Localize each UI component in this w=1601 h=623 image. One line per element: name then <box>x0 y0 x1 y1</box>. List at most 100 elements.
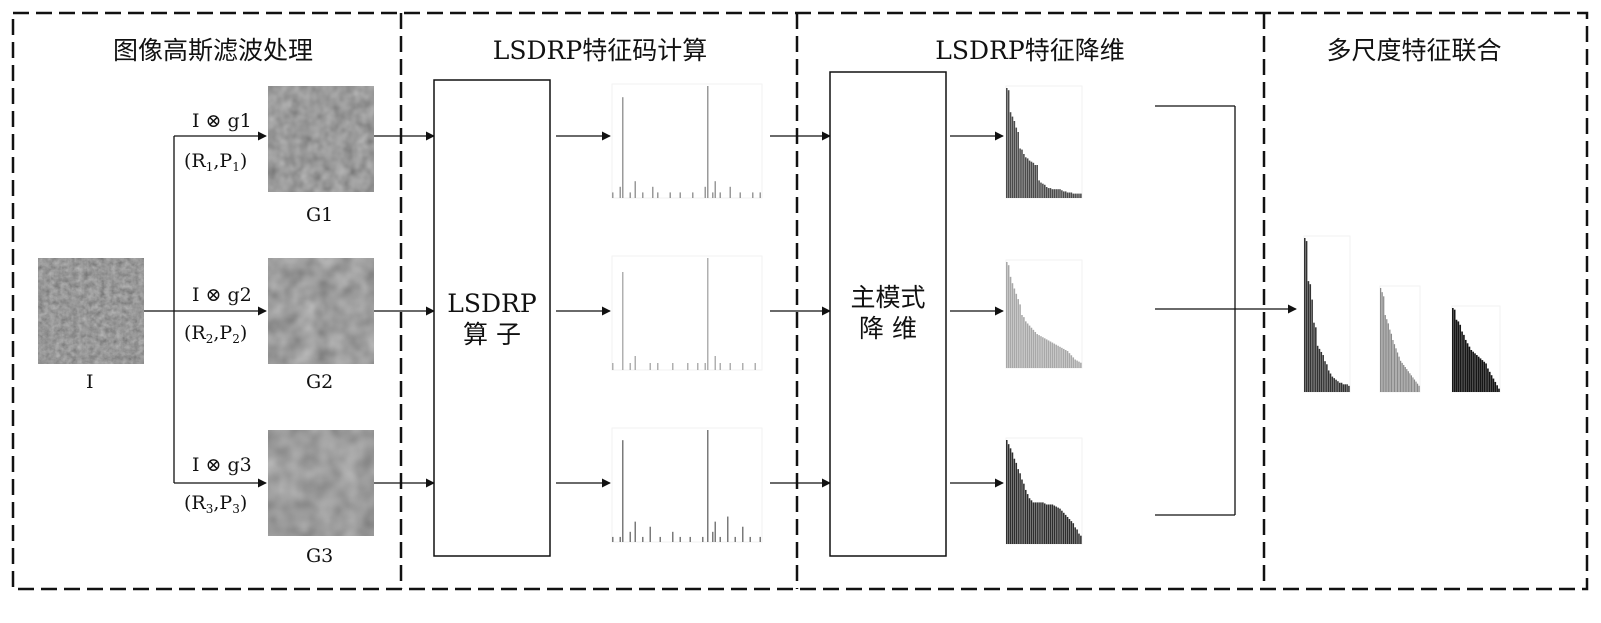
histogram-bar <box>1418 385 1420 392</box>
histogram-bar <box>1044 338 1046 368</box>
histogram-bar <box>1032 329 1035 368</box>
combined-histogram-3 <box>1451 305 1501 393</box>
histogram-bar <box>1407 371 1409 392</box>
histogram-bar <box>669 192 671 198</box>
histogram-bar <box>1023 317 1025 368</box>
histogram-bar <box>1311 299 1313 392</box>
histogram-bar <box>1009 276 1012 368</box>
histogram-bar <box>1015 462 1018 544</box>
histogram-bar <box>1346 384 1348 392</box>
branch-3-params: (R3,P3) <box>184 492 248 516</box>
panel-title-gaussian-filtering: 图像高斯滤波处理 <box>112 36 314 65</box>
histogram-bar <box>1393 344 1396 392</box>
histogram-bar <box>697 363 699 370</box>
histogram-bar <box>1066 516 1069 544</box>
histogram-bar <box>1080 362 1082 368</box>
histogram-bar <box>1412 377 1414 392</box>
histogram-bar <box>1045 504 1048 544</box>
histogram-bar <box>1042 337 1044 368</box>
histogram-bar <box>1078 533 1080 544</box>
histogram-bar <box>1017 469 1019 544</box>
histogram-bar <box>1348 385 1350 392</box>
histogram-bar <box>652 186 654 198</box>
histogram-bar <box>1007 444 1010 544</box>
histogram-bar <box>739 192 741 198</box>
histogram-frame <box>611 255 763 371</box>
histogram-bar <box>1021 479 1023 544</box>
histogram-bar <box>1078 193 1080 198</box>
histogram-bar <box>1498 388 1500 392</box>
histogram-bar <box>679 536 681 542</box>
histogram-bar <box>1487 368 1489 392</box>
reduction-box <box>829 71 947 557</box>
reduced-histogram-3 <box>1005 437 1083 545</box>
histogram-bar <box>1006 88 1008 198</box>
histogram-bar <box>1401 362 1403 392</box>
histogram-bar <box>1011 452 1014 544</box>
histogram-bar <box>1333 378 1335 392</box>
histogram-bar <box>1074 193 1076 198</box>
histogram-bar <box>1013 121 1016 198</box>
histogram-bar <box>1059 189 1061 198</box>
merge-connector <box>1155 105 1297 516</box>
lsdrp-operator-box <box>433 79 551 557</box>
histogram-bar <box>1051 189 1054 198</box>
histogram-bar <box>1006 440 1008 544</box>
histogram-bar <box>1410 375 1413 392</box>
histogram-bar <box>689 536 691 542</box>
histogram-bar <box>659 536 661 542</box>
histogram-bar <box>727 516 729 542</box>
branch-1-operation: I ⊗ g1 <box>192 110 252 132</box>
histogram-bar <box>1036 502 1038 544</box>
histogram-bar <box>712 192 714 198</box>
histogram-bar <box>1061 190 1063 198</box>
histogram-bar <box>1028 160 1031 198</box>
histogram-bar <box>1076 529 1078 544</box>
filtered-image-G1 <box>268 86 374 192</box>
histogram-bar <box>1406 369 1408 392</box>
histogram-bar <box>1028 325 1031 368</box>
histogram-bar <box>719 536 721 542</box>
histogram-bar <box>629 531 631 542</box>
histogram-bar <box>1049 504 1052 544</box>
branch-3-output-label: G3 <box>306 545 334 567</box>
histogram-bar <box>634 181 636 198</box>
histogram-bar <box>1051 342 1054 368</box>
histogram-bar <box>1019 304 1021 368</box>
histogram-bar <box>612 192 614 198</box>
histogram-bar <box>657 192 659 198</box>
histogram-bar <box>1068 192 1071 198</box>
histogram-bar <box>714 356 716 370</box>
histogram-bar <box>707 86 709 198</box>
histogram-bar <box>759 192 761 198</box>
histogram-bar <box>1068 353 1071 368</box>
histogram-bar <box>1044 184 1046 198</box>
histogram-bar <box>672 531 674 542</box>
histogram-bar <box>649 363 651 370</box>
histogram-bar <box>1030 327 1033 368</box>
histogram-bar <box>1464 339 1467 392</box>
histogram-bar <box>1309 284 1312 392</box>
histogram-bar <box>619 536 621 542</box>
histogram-bar <box>1386 319 1388 392</box>
histogram-bar <box>1390 333 1393 392</box>
histogram-bar <box>1076 360 1078 368</box>
histogram-bar <box>1466 343 1469 392</box>
histogram-bar <box>1324 361 1326 392</box>
histogram-bar <box>1026 494 1029 544</box>
histogram-bar <box>1400 360 1402 392</box>
histogram-bar <box>1461 331 1463 392</box>
reduction-box-label: 主模式 降 维 <box>850 282 925 345</box>
histogram-bar <box>1072 193 1075 198</box>
histogram-bar <box>1342 384 1345 392</box>
histogram-bar <box>1396 352 1399 392</box>
histogram-bar <box>1061 510 1063 544</box>
lsdrp-operator-label-line1: LSDRP <box>447 288 537 318</box>
histogram-bar <box>619 186 621 198</box>
histogram-frame <box>611 427 763 543</box>
histogram-bar <box>692 192 694 198</box>
panel-title-code-computation: LSDRP特征码计算 <box>492 36 708 65</box>
histogram-bar <box>719 363 721 370</box>
histogram-bar <box>1494 381 1497 392</box>
histogram-bar <box>1057 189 1059 198</box>
